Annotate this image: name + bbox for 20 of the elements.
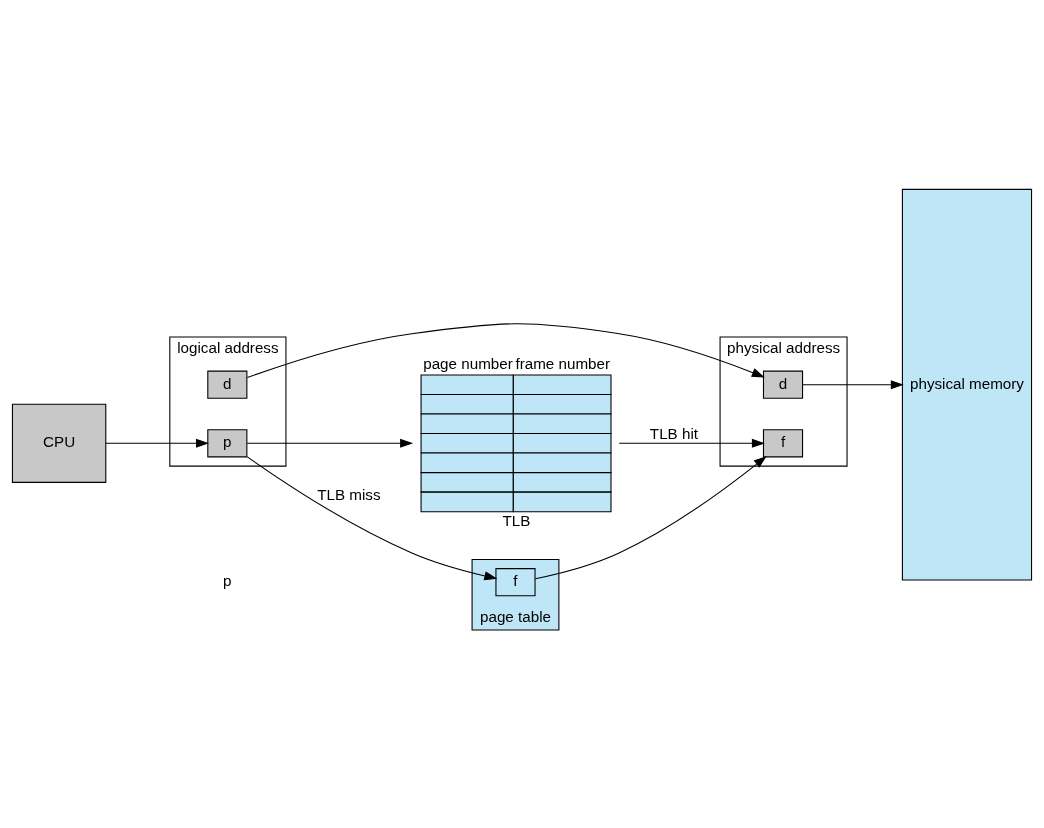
node-box: f	[762, 429, 804, 458]
node-box: p	[207, 429, 248, 458]
node-box: f	[495, 568, 536, 597]
arrow	[534, 456, 767, 580]
node-box: CPU	[11, 403, 107, 483]
node-label: TLB	[502, 512, 531, 529]
node-label: frame number	[515, 354, 611, 372]
node-box: d	[207, 370, 248, 399]
node-box: physical memory	[901, 188, 1033, 581]
edge-label: TLB miss	[317, 485, 381, 503]
arrow	[246, 323, 765, 379]
arrow	[802, 380, 904, 390]
arrow	[618, 438, 765, 448]
arrow	[246, 438, 414, 448]
node-label: page number	[423, 354, 513, 372]
arrow	[105, 438, 210, 448]
label: p	[223, 572, 232, 590]
arrow	[246, 456, 498, 581]
edge-label: TLB hit	[649, 425, 699, 443]
node-box: d	[762, 370, 804, 399]
